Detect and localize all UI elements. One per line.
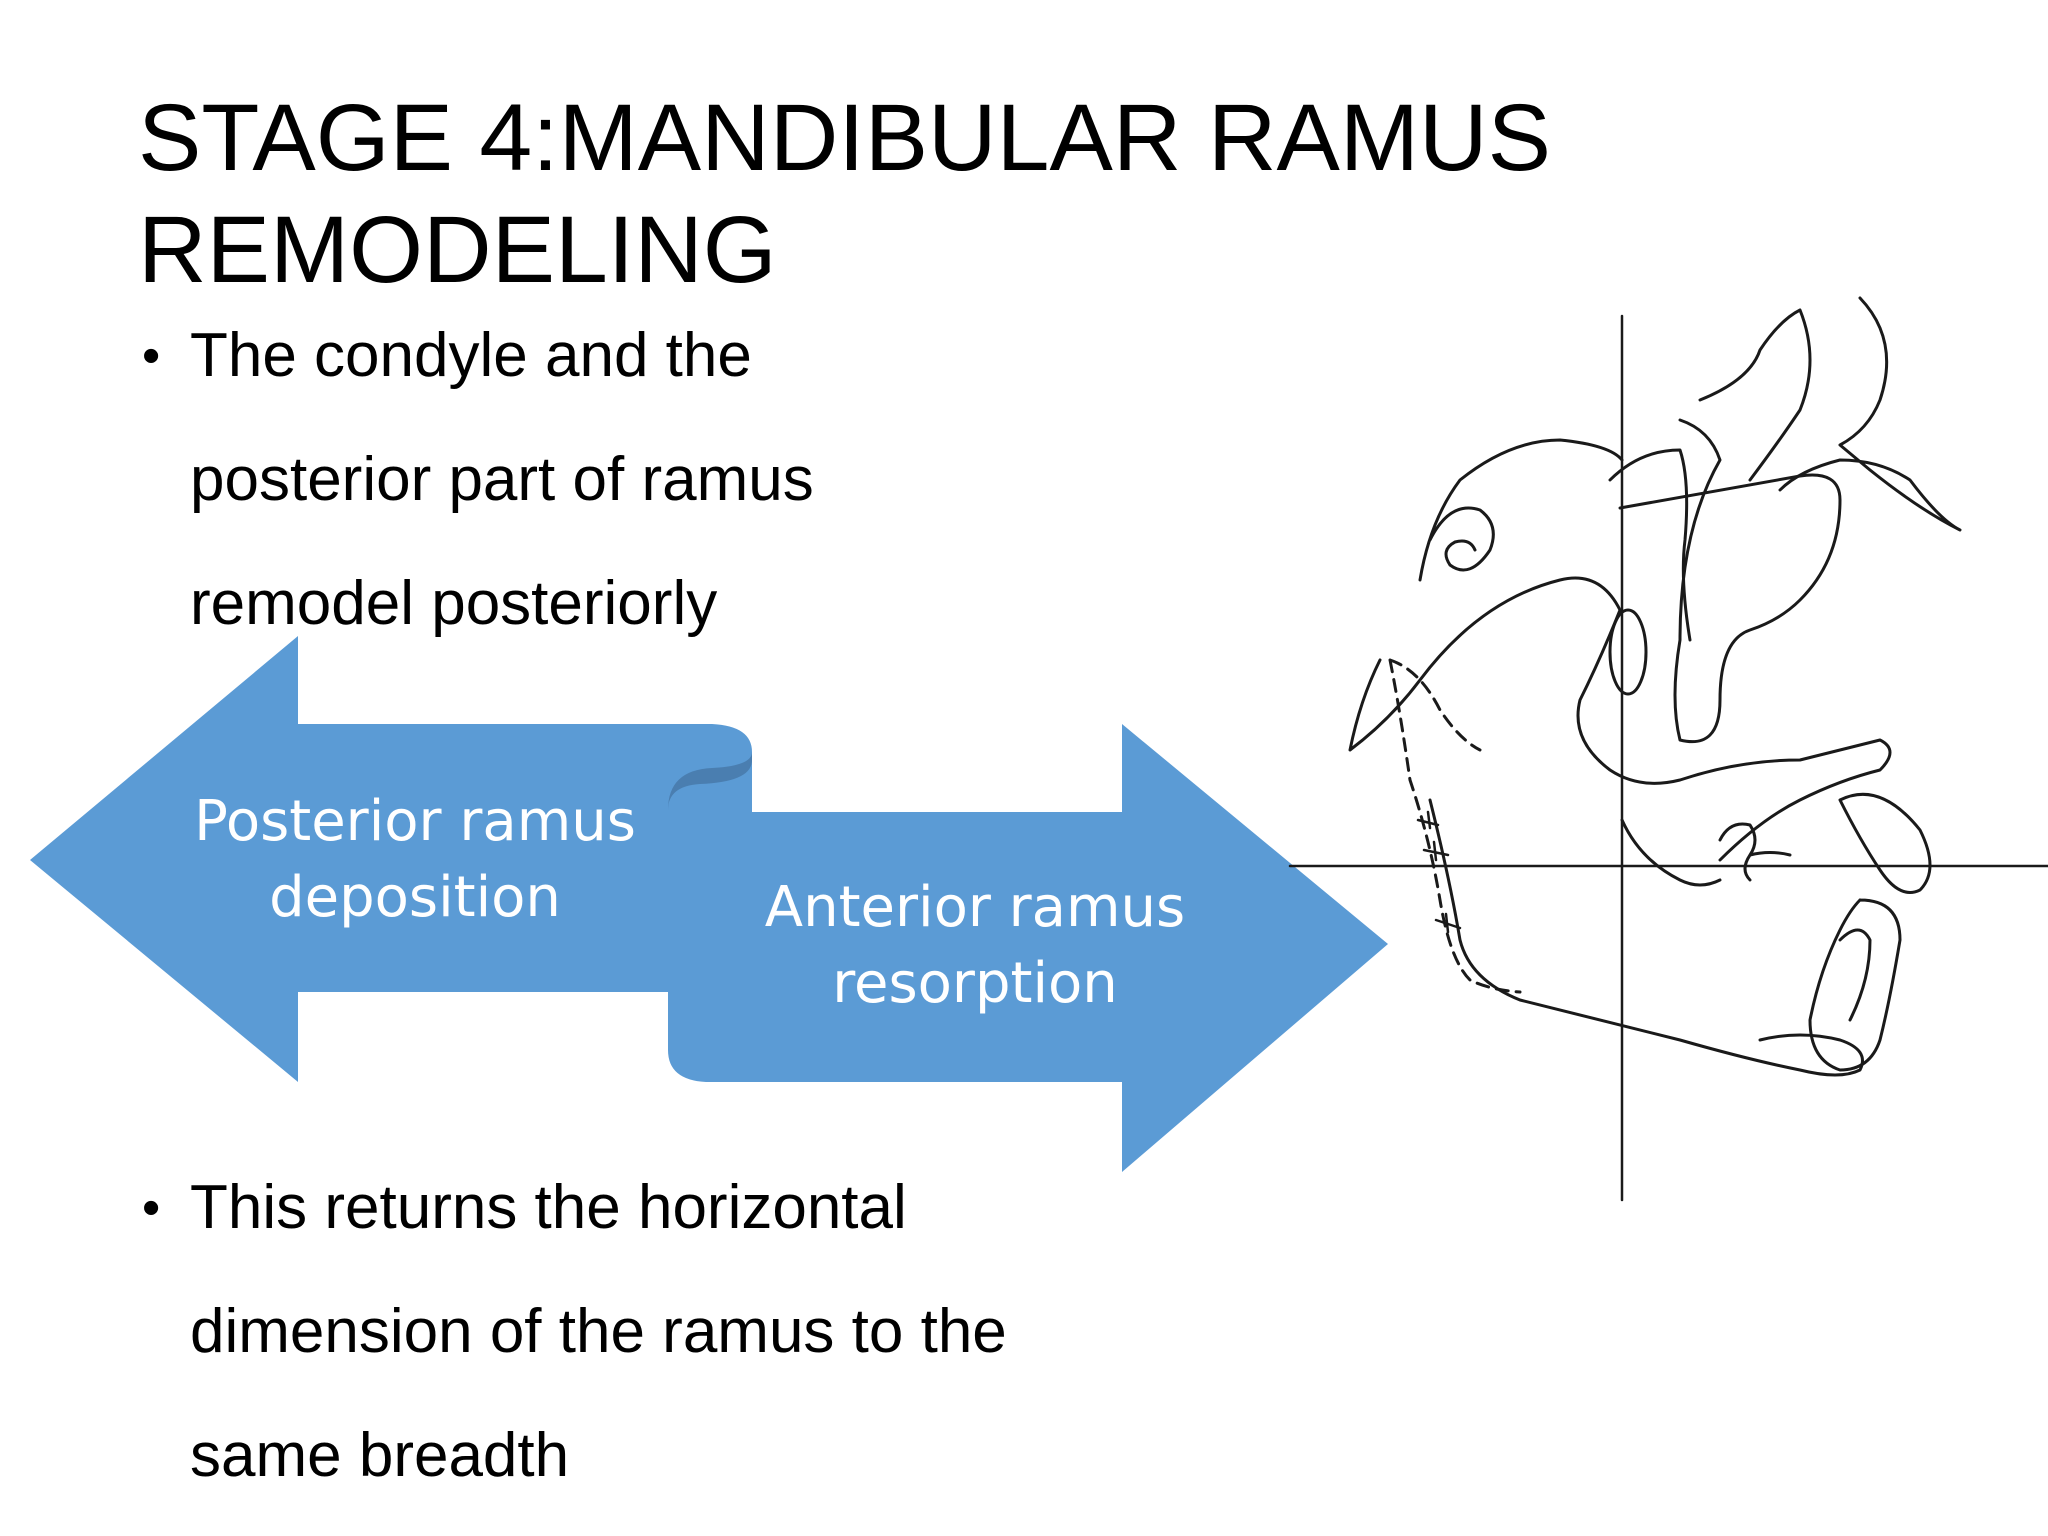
arrow-label-posterior-deposition: Posterior ramus deposition <box>160 784 670 936</box>
arrow-label-line: deposition <box>269 865 561 930</box>
condyle-outline <box>1428 506 1495 572</box>
arrow-label-anterior-resorption: Anterior ramus resorption <box>720 870 1230 1022</box>
chin-outline <box>1808 898 1902 1072</box>
right-arrow-shape <box>668 724 1388 1172</box>
ramus-outline <box>1348 576 1892 862</box>
bullet-line: posterior part of ramus <box>190 445 814 514</box>
cranial-outline <box>1778 296 1962 532</box>
pterygoid-plate-outline <box>1608 448 1692 642</box>
title-line-2: REMODELING <box>138 197 777 303</box>
upper-incisor-outline <box>1838 792 1932 894</box>
sigmoid-oval <box>1608 608 1648 696</box>
glenoid-outline <box>1418 438 1624 582</box>
bullet-item-condyle: • The condyle and the posterior part of … <box>138 294 1038 666</box>
bullet-line: same breadth <box>190 1421 570 1490</box>
pterygoid-outline <box>1698 308 1812 482</box>
arrow-label-line: Anterior ramus <box>764 875 1186 940</box>
cephalometric-tracing <box>1288 296 2048 1202</box>
maxilla-outline <box>1618 418 1842 743</box>
bullet-line: The condyle and the <box>190 321 752 390</box>
bullet-dot-icon: • <box>142 1179 161 1237</box>
arrow-label-line: resorption <box>832 951 1118 1016</box>
mandibular-notch-outline <box>1620 818 1722 887</box>
arrow-label-line: Posterior ramus <box>194 789 636 854</box>
bullet-line: This returns the horizontal <box>190 1173 907 1242</box>
slide-title: STAGE 4:MANDIBULAR RAMUS REMODELING <box>138 82 1838 306</box>
mandible-outline <box>1428 798 1864 1077</box>
bullet-item-returns: • This returns the horizontal dimension … <box>138 1146 1238 1518</box>
left-arrow-shape <box>30 636 752 1082</box>
bullet-line: remodel posteriorly <box>190 569 718 638</box>
bullet-line: dimension of the ramus to the <box>190 1297 1007 1366</box>
ramus-tick-marks <box>1416 810 1462 934</box>
bullet-list-top: • The condyle and the posterior part of … <box>138 294 1038 666</box>
original-ramus-dashed <box>1388 658 1522 994</box>
lower-incisor-outline <box>1838 928 1872 1022</box>
bullet-list-bottom: • This returns the horizontal dimension … <box>138 1146 1238 1518</box>
title-line-1: STAGE 4:MANDIBULAR RAMUS <box>138 85 1551 191</box>
molar-outline <box>1718 822 1792 882</box>
bullet-dot-icon: • <box>142 327 161 385</box>
